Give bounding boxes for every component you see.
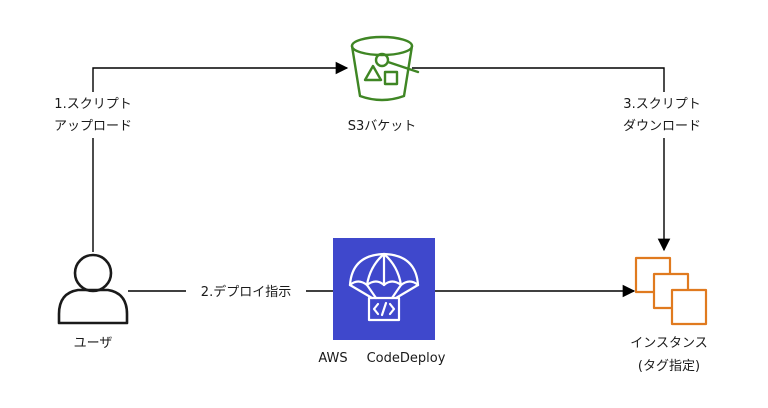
edge-download-label-bg xyxy=(608,92,716,138)
edge-upload-label-line2: アップロード xyxy=(54,119,132,134)
edge-deploy-label: 2.デプロイ指示 xyxy=(201,284,291,300)
codedeploy-label-name: CodeDeploy xyxy=(367,351,446,366)
codedeploy-parachute-icon xyxy=(333,238,435,340)
edge-upload-label-line1: 1.スクリプト xyxy=(54,97,131,112)
instances-label-line2: (タグ指定) xyxy=(638,359,700,374)
edge-download-label-line2: ダウンロード xyxy=(623,119,701,134)
ec2-instances-icon xyxy=(634,256,708,326)
edge-download xyxy=(412,67,671,252)
edge-deploy-label-bg xyxy=(186,281,306,301)
s3-label: S3バケット xyxy=(348,119,417,134)
edge-upload-label-bg xyxy=(40,92,146,138)
edge-upload xyxy=(92,61,349,252)
instances-label-line1: インスタンス xyxy=(630,336,707,351)
edge-download-label-line1: 3.スクリプト xyxy=(623,97,700,112)
codedeploy-label-aws: AWS xyxy=(318,351,347,366)
s3-bucket-icon xyxy=(350,35,420,102)
user-icon xyxy=(57,253,129,325)
user-label: ユーザ xyxy=(74,336,113,351)
